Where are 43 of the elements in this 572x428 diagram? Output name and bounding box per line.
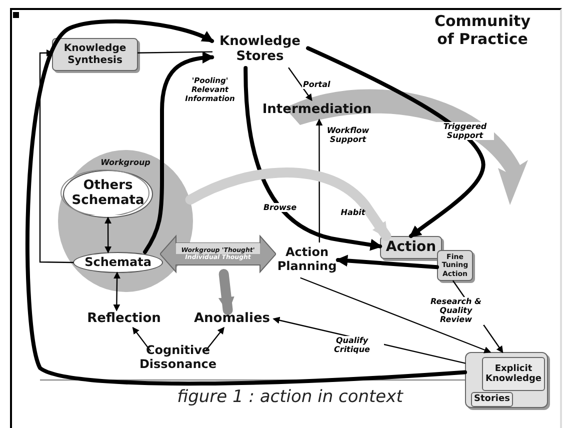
schema-ellipse [73,252,163,273]
arrow [218,269,234,315]
node-text: Anomalies [194,312,270,326]
schema-ellipse [63,170,153,218]
arrow [132,326,151,352]
node-text: Others Schemata [70,179,146,209]
node-text: Action [386,239,436,256]
double-arrow-shape [160,234,276,274]
edge-label: Habit [340,208,366,218]
edge-label: Portal [302,80,330,90]
process-box [482,357,545,391]
arrow [185,167,392,241]
node-text: Intermediation [262,102,372,118]
process-box [471,392,513,407]
edge-label: Browse [262,203,298,212]
arrow [316,118,323,243]
arrow [143,52,214,254]
grouping-box [465,352,548,408]
arrow [288,67,312,102]
title: Community of Practice [433,12,532,48]
node-text: Action Planning [276,246,338,274]
arrow [113,272,121,312]
node-text: Stories [474,394,510,405]
arrow [244,66,382,251]
process-box [380,236,442,259]
node-text: Schemata [84,256,152,270]
edge-label: Research & Quality Review [428,297,484,325]
edge-label: Triggered Support [436,122,494,140]
node-text: Knowledge Stores [218,35,302,65]
arrow [104,216,112,254]
arrow [306,46,486,238]
node-text: Explicit Knowledge [484,364,543,384]
node-text: Cognitive Dissonance [138,344,218,372]
caption: figure 1 : action in context [176,387,404,407]
arrow [300,277,492,354]
node-text: Knowledge Synthesis [62,43,128,66]
group-label: Workgroup [100,158,150,168]
arrow [39,49,74,264]
arrow [205,326,224,352]
process-box [52,38,138,71]
node-text: Reflection [87,312,161,326]
arrow [26,19,467,386]
arrow [336,254,439,270]
